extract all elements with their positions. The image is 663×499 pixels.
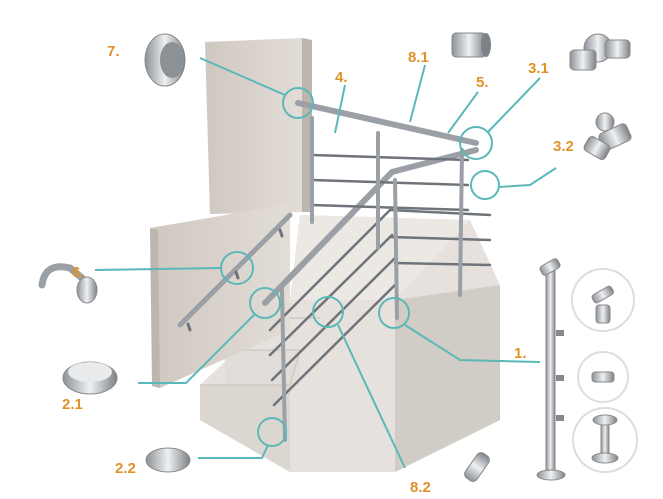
callout-rod	[312, 296, 344, 328]
leader-lines	[94, 57, 557, 469]
label-1: 1.	[514, 345, 527, 362]
callout-elbow	[470, 170, 500, 200]
callout-base-cover	[257, 417, 287, 447]
label-7: 7.	[107, 43, 120, 60]
back-wall	[205, 38, 312, 214]
label-8-2: 8.2	[410, 479, 431, 496]
staircase	[200, 215, 500, 472]
label-2-2: 2.2	[115, 460, 136, 477]
callout-post	[378, 297, 410, 329]
wall-bracket-icon	[38, 263, 98, 304]
callout-wall-flange	[282, 87, 314, 119]
tube-connector-icon	[451, 32, 491, 58]
label-4: 4.	[335, 69, 348, 86]
base-cover-icon	[145, 447, 191, 473]
label-3-1: 3.1	[528, 60, 549, 77]
callout-corner-connector	[459, 126, 493, 160]
post-assembly-icon	[536, 258, 638, 481]
label-8-1: 8.1	[408, 49, 429, 66]
railing	[262, 100, 492, 442]
wall-handrail	[177, 212, 293, 332]
corner-connector-icon	[569, 33, 631, 71]
rod-end-icon	[464, 452, 490, 482]
label-2-1: 2.1	[62, 396, 83, 413]
wall-flange-icon	[144, 33, 186, 87]
label-6: 6.	[72, 264, 85, 281]
end-cap-icon	[62, 361, 118, 395]
label-5: 5.	[476, 74, 489, 91]
label-3-2: 3.2	[553, 138, 574, 155]
elbow-connector-icon	[583, 112, 632, 160]
callout-end-cap	[249, 287, 281, 319]
